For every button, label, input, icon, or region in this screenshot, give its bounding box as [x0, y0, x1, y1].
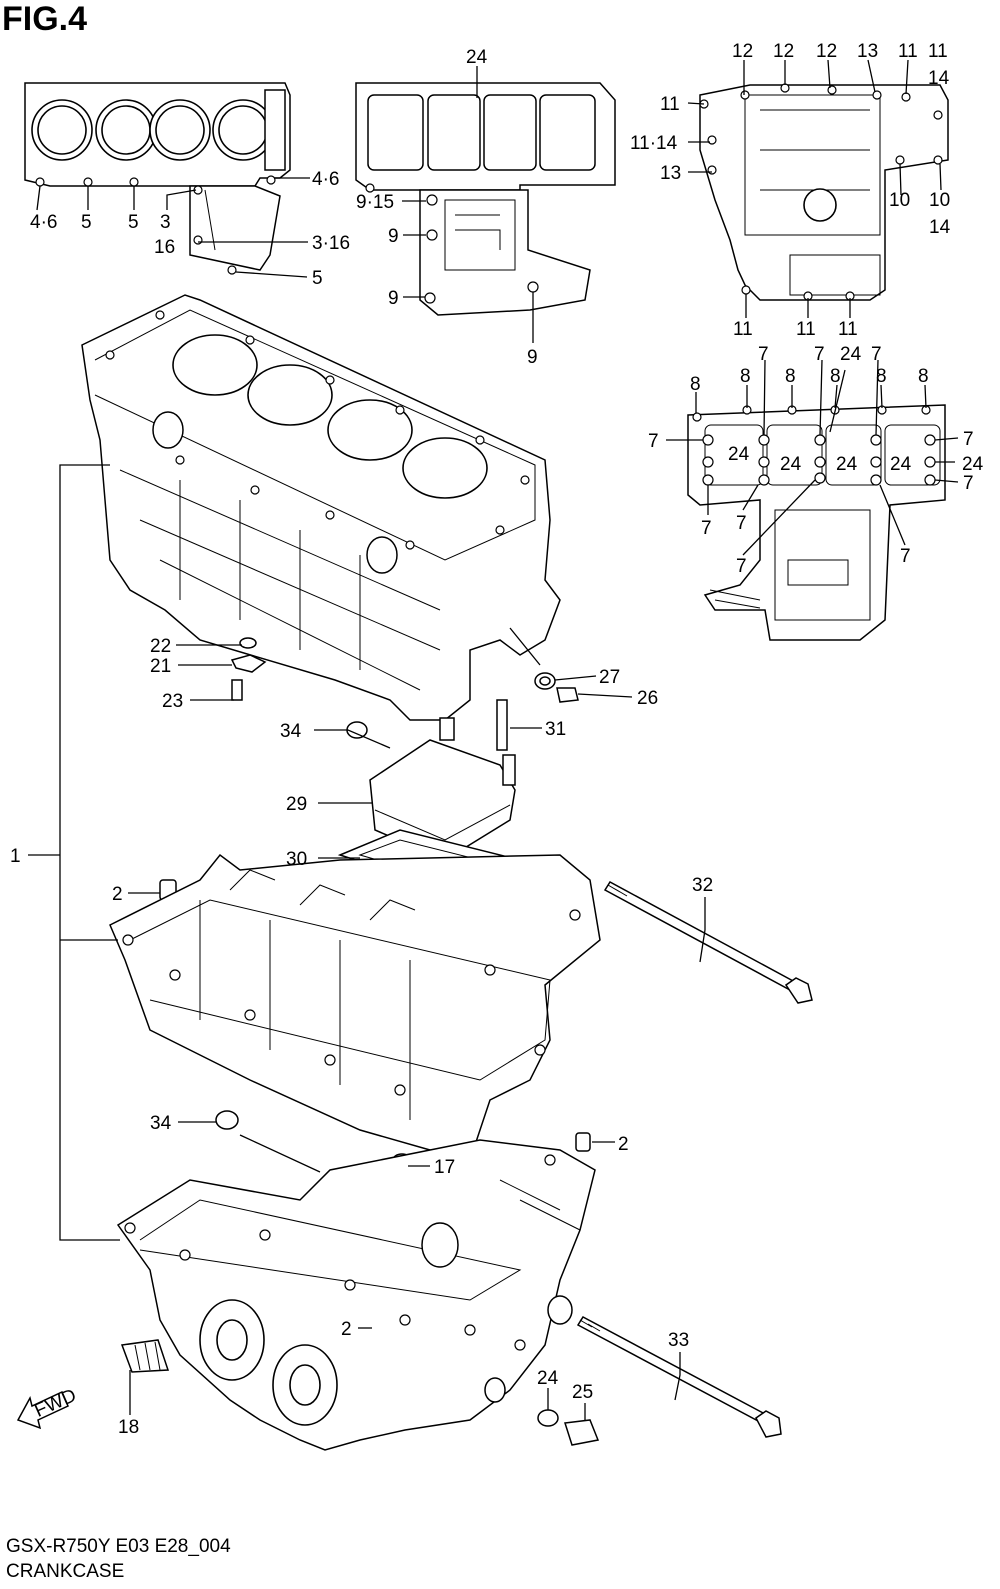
callout-28: 24	[780, 454, 802, 475]
callout-7: 7	[648, 431, 659, 452]
callout-8: 8	[690, 374, 701, 395]
callout-11: 11	[838, 319, 858, 340]
callout-25: 25	[572, 1382, 593, 1403]
callout-11: 11	[928, 41, 948, 62]
callout-1: 1	[10, 846, 21, 867]
callout-7: 7	[900, 546, 911, 567]
lower-crankcase	[116, 1139, 596, 1451]
callout-31: 31	[545, 719, 566, 740]
callout-28: 24	[890, 454, 912, 475]
callout-21: 21	[150, 656, 171, 677]
callout-32: 32	[692, 875, 713, 896]
callout-30: 30	[286, 849, 307, 870]
callout-10: 10	[889, 190, 910, 211]
callout-12: 12	[816, 41, 837, 62]
callout-28: 24	[728, 444, 750, 465]
callout-9: 9	[388, 288, 399, 309]
callout-5: 5	[312, 268, 323, 289]
callout-7: 7	[963, 473, 974, 494]
callout-28: 24	[840, 344, 862, 365]
callout-8: 8	[830, 366, 841, 387]
callout-9: 9	[527, 347, 538, 368]
upper-crankcase	[81, 294, 561, 721]
callout-5: 4·6	[30, 212, 57, 233]
callout-12: 12	[773, 41, 794, 62]
callout-8: 8	[785, 366, 796, 387]
callout-22: 22	[150, 636, 171, 657]
callout-8: 8	[876, 366, 887, 387]
callout-2: 2	[112, 884, 123, 905]
callout-7: 7	[871, 344, 882, 365]
callout-7: 7	[701, 518, 712, 539]
callout-11: 11	[796, 319, 816, 340]
inset-upper-case-bottom-view	[355, 82, 616, 316]
callout-7: 7	[963, 429, 974, 450]
callout-16: 16	[154, 237, 175, 258]
callout-4-6: 4·6	[312, 169, 339, 190]
callout-28: 24	[466, 47, 488, 68]
callout-34: 34	[150, 1113, 172, 1134]
callout-labels: 4·6 5 5 3 16 3·16 5 4·6 24 9·15 9 9 9 12…	[10, 41, 984, 1438]
callout-24: 24	[537, 1368, 559, 1389]
figure-name: CRANKCASE	[6, 1561, 125, 1582]
callout-14: 14	[929, 217, 951, 238]
callout-13: 13	[660, 163, 681, 184]
callout-27: 27	[599, 667, 620, 688]
callout-12: 12	[732, 41, 753, 62]
figure-title: FIG.4	[2, 0, 88, 38]
callout-26: 26	[637, 688, 658, 709]
long-bolt-32	[603, 881, 813, 1004]
callout-9-15: 9·15	[356, 192, 394, 213]
callout-14: 14	[928, 68, 950, 89]
callout-11: 11	[733, 319, 753, 340]
model-code: GSX-R750Y E03 E28_004	[6, 1536, 231, 1557]
inset-case-bolt-pattern-view	[687, 404, 946, 641]
inset-cylinder-top-view	[24, 82, 291, 275]
callout-2: 2	[341, 1319, 352, 1340]
callout-2: 2	[618, 1134, 629, 1155]
callout-3: 3	[160, 212, 171, 233]
callout-29: 29	[286, 794, 307, 815]
forward-direction-arrow-icon: FWD	[16, 1385, 80, 1430]
callout-7: 7	[814, 344, 825, 365]
callout-11-14: 11·14	[630, 133, 678, 154]
callout-18: 18	[118, 1417, 139, 1438]
callout-7: 7	[736, 513, 747, 534]
callout-10: 10	[929, 190, 950, 211]
callout-33: 33	[668, 1330, 689, 1351]
callout-28: 24	[836, 454, 858, 475]
callout-8: 8	[740, 366, 751, 387]
callout-28: 24	[962, 454, 984, 475]
callout-5: 5	[128, 212, 139, 233]
inset-lower-case-top-view	[699, 83, 949, 301]
callout-11: 11	[660, 94, 680, 115]
leader-lines	[28, 59, 959, 1420]
fwd-label: FWD	[31, 1385, 79, 1422]
long-bolt-33	[576, 1316, 782, 1438]
callout-23: 23	[162, 691, 183, 712]
callout-5: 5	[81, 212, 92, 233]
middle-crankcase	[109, 853, 601, 1161]
callout-8: 8	[918, 366, 929, 387]
callout-7: 7	[736, 556, 747, 577]
callout-13: 13	[857, 41, 878, 62]
callout-3-16: 3·16	[312, 233, 350, 254]
callout-11: 11	[898, 41, 918, 62]
callout-34: 34	[280, 721, 302, 742]
callout-7: 7	[758, 344, 769, 365]
callout-9: 9	[388, 226, 399, 247]
callout-17: 17	[434, 1157, 455, 1178]
